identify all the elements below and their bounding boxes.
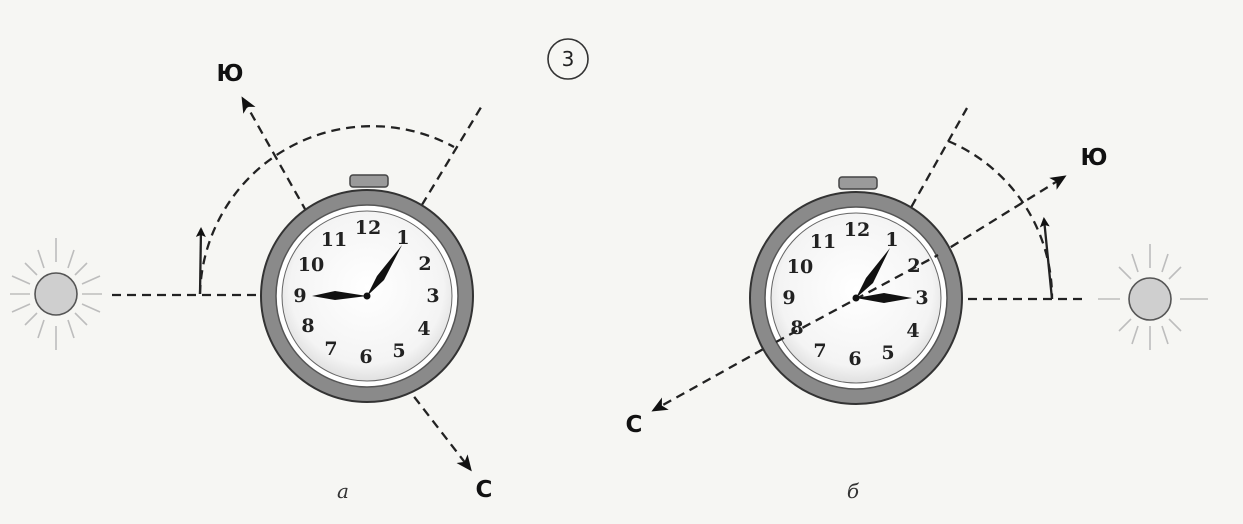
- clock: 12 1 2 3 4 5 6 7 8 9 10 11: [750, 177, 962, 404]
- angle-arc: [948, 141, 1052, 299]
- numeral-7: 7: [324, 338, 337, 360]
- sun-icon: [1098, 244, 1208, 350]
- numeral-10: 10: [298, 254, 324, 276]
- numeral-4: 4: [906, 320, 919, 342]
- clock-center: [364, 293, 371, 300]
- clock-crown: [839, 177, 877, 189]
- numeral-2: 2: [418, 253, 431, 275]
- twelve-direction-line: [904, 108, 967, 220]
- twelve-direction-line: [414, 104, 483, 218]
- numeral-10: 10: [787, 256, 813, 278]
- numeral-8: 8: [301, 315, 314, 337]
- clock: 12 1 2 3 4 5 6 7 8 9 10 11: [261, 175, 473, 402]
- numeral-8: 8: [790, 317, 803, 339]
- numeral-9: 9: [293, 285, 306, 307]
- panel-b: 12 1 2 3 4 5 6 7 8 9 10 11 Ю С б: [626, 108, 1208, 503]
- south-label: Ю: [217, 61, 244, 87]
- numeral-1: 1: [885, 229, 898, 251]
- panel-caption: а: [337, 479, 349, 503]
- numeral-12: 12: [355, 217, 381, 239]
- numeral-9: 9: [782, 287, 795, 309]
- numeral-12: 12: [844, 219, 870, 241]
- panel-caption: б: [847, 479, 860, 503]
- numeral-4: 4: [417, 318, 430, 340]
- arc-arrow: [1044, 219, 1052, 299]
- figure-number: 3: [562, 47, 575, 71]
- numeral-7: 7: [813, 340, 826, 362]
- north-label: С: [476, 477, 493, 503]
- numeral-1: 1: [396, 227, 409, 249]
- north-arrow-line: [405, 385, 470, 469]
- numeral-11: 11: [810, 231, 836, 253]
- north-arrow-line: [654, 342, 776, 410]
- clock-crown: [350, 175, 388, 187]
- south-label: Ю: [1081, 145, 1108, 171]
- numeral-5: 5: [881, 342, 894, 364]
- numeral-3: 3: [426, 285, 439, 307]
- numeral-5: 5: [392, 340, 405, 362]
- numeral-6: 6: [359, 346, 372, 368]
- sun-icon: [10, 238, 102, 350]
- numeral-11: 11: [321, 229, 347, 251]
- south-arrow-line: [243, 99, 314, 225]
- arc-arrow: [200, 229, 201, 294]
- figure-number-badge: 3: [548, 39, 588, 79]
- numeral-6: 6: [848, 348, 861, 370]
- numeral-2: 2: [907, 255, 920, 277]
- numeral-3: 3: [915, 287, 928, 309]
- clock-center: [853, 295, 860, 302]
- north-label: С: [626, 412, 643, 438]
- panel-a: 12 1 2 3 4 5 6 7 8 9 10 11 Ю С а: [10, 61, 492, 503]
- south-arrow-line: [938, 177, 1064, 255]
